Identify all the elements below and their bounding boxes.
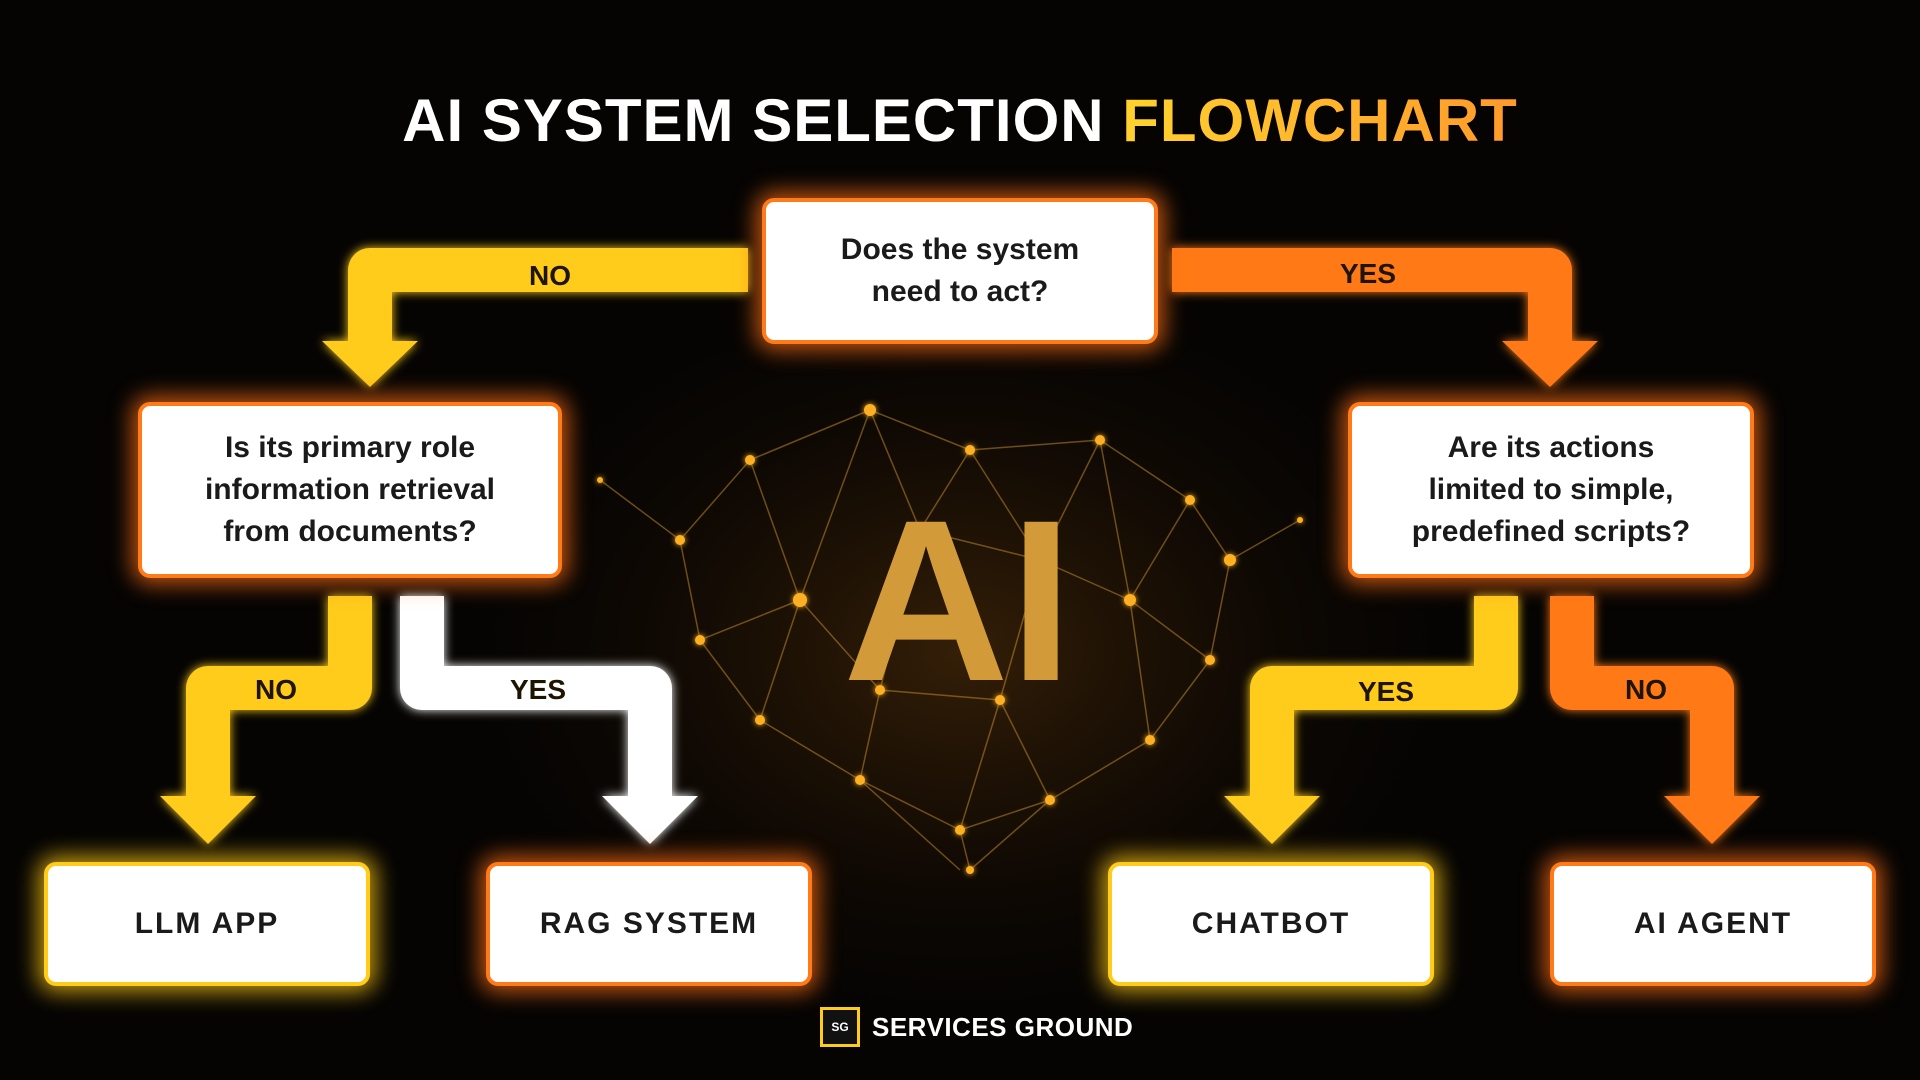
ai-letters: AI (843, 472, 1073, 729)
edge-label-scripts-no: NO (1625, 674, 1667, 705)
network-nodes (597, 404, 1303, 874)
flow-arrows (160, 248, 1760, 844)
edge-label-retrieval-yes: YES (509, 674, 567, 705)
result-node-rag-system: RAG SYSTEM (486, 862, 812, 986)
question-node-scripts: Are its actions limited to simple, prede… (1348, 402, 1754, 578)
result-ai-agent-text: AI AGENT (1633, 907, 1793, 940)
title-accent: FLOWCHART (1122, 87, 1518, 154)
question-node-retrieval: Is its primary role information retrieva… (138, 402, 562, 578)
question-retrieval-text: Is its primary role information retrieva… (204, 431, 496, 548)
arrow-scripts-no (1550, 596, 1760, 844)
arrow-act-yes (1172, 248, 1598, 387)
result-chatbot-text: CHATBOT (1191, 907, 1351, 940)
background-glow (400, 190, 1520, 1030)
services-ground-logo-icon: SG (820, 1007, 860, 1047)
arrow-retrieval-yes (400, 596, 698, 844)
result-node-chatbot: CHATBOT (1108, 862, 1434, 986)
arrow-retrieval-no (160, 596, 372, 844)
result-llm-app-text: LLM APP (134, 907, 280, 940)
edge-label-scripts-yes: YES (1357, 676, 1415, 707)
result-rag-system-text: RAG SYSTEM (539, 907, 759, 940)
edge-label-act-yes: YES (1339, 258, 1397, 289)
logo-mark: SG (831, 1020, 849, 1034)
footer-brand: SG SERVICES GROUND (820, 1004, 1133, 1050)
arrow-act-no (322, 248, 748, 387)
page-title: AI SYSTEM SELECTION FLOWCHART (0, 86, 1920, 155)
neural-network-icon (599, 409, 1301, 871)
question-act-text: Does the system need to act? (840, 233, 1080, 308)
footer-brand-text: SERVICES GROUND (872, 1011, 1134, 1042)
title-main: AI SYSTEM SELECTION (402, 87, 1105, 154)
question-node-act: Does the system need to act? (762, 198, 1158, 344)
result-node-llm-app: LLM APP (44, 862, 370, 986)
arrow-scripts-yes (1224, 596, 1518, 844)
result-node-ai-agent: AI AGENT (1550, 862, 1876, 986)
edge-label-act-no: NO (529, 260, 571, 291)
edge-label-retrieval-no: NO (255, 674, 297, 705)
question-scripts-text: Are its actions limited to simple, prede… (1411, 431, 1691, 548)
